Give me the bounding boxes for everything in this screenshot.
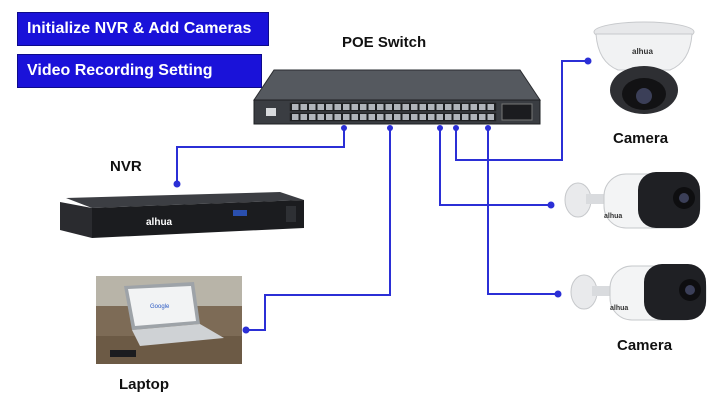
port-dot-nvr	[341, 125, 347, 131]
bullet-bottom-logo: alhua	[610, 305, 628, 312]
port-dot-laptop	[387, 125, 393, 131]
initialize-nvr-banner[interactable]: Initialize NVR & Add Cameras	[17, 12, 269, 46]
switch-port	[453, 114, 460, 120]
switch-port	[343, 114, 350, 120]
switch-port	[479, 114, 486, 120]
switch-port	[402, 104, 409, 110]
switch-port	[462, 104, 469, 110]
dome-camera[interactable]: alhua	[588, 18, 700, 118]
switch-port	[326, 104, 333, 110]
switch-port	[470, 114, 477, 120]
switch-port	[411, 114, 418, 120]
switch-port	[436, 114, 443, 120]
switch-port	[377, 104, 384, 110]
switch-port	[334, 114, 341, 120]
switch-port	[300, 104, 307, 110]
switch-port	[368, 104, 375, 110]
wire-switch-to-bullet-camera-bottom	[487, 128, 558, 295]
wire-switch-to-bullet-camera-top	[439, 128, 551, 206]
switch-port	[445, 104, 452, 110]
switch-port	[470, 104, 477, 110]
camera-label-top: Camera	[613, 130, 669, 147]
switch-port	[351, 104, 358, 110]
switch-port	[326, 114, 333, 120]
switch-port	[453, 104, 460, 110]
end-dot-laptop	[242, 326, 250, 334]
poe-switch-label: POE Switch	[342, 34, 427, 51]
switch-port	[377, 114, 384, 120]
switch-port	[360, 104, 367, 110]
wire-switch-to-laptop	[246, 128, 391, 331]
switch-port	[292, 104, 299, 110]
switch-port	[402, 114, 409, 120]
nvr-recorder[interactable]: alhua	[58, 188, 308, 244]
nvr-label: NVR	[110, 158, 142, 175]
switch-port	[334, 104, 341, 110]
switch-port	[445, 114, 452, 120]
switch-port	[300, 114, 307, 120]
wire-switch-to-nvr	[176, 128, 345, 184]
switch-port	[351, 114, 358, 120]
laptop-screen-logo: Google	[150, 304, 170, 310]
switch-port	[317, 114, 324, 120]
switch-port	[419, 104, 426, 110]
switch-sfp-ports	[501, 103, 533, 121]
end-dot-bullet-bottom	[554, 290, 562, 298]
switch-port	[360, 114, 367, 120]
switch-port	[428, 114, 435, 120]
port-dot-cam3	[485, 125, 491, 131]
switch-port	[394, 104, 401, 110]
switch-port	[487, 104, 494, 110]
bullet-camera-bottom[interactable]: alhua	[566, 258, 710, 330]
switch-port	[394, 114, 401, 120]
switch-port	[343, 104, 350, 110]
switch-port	[368, 114, 375, 120]
switch-port	[479, 104, 486, 110]
switch-port	[385, 114, 392, 120]
switch-port	[436, 104, 443, 110]
switch-port	[309, 114, 316, 120]
video-recording-banner[interactable]: Video Recording Setting	[17, 54, 262, 88]
port-dot-cam1	[437, 125, 443, 131]
bullet-top-logo: alhua	[604, 213, 622, 220]
end-dot-bullet-top	[547, 201, 555, 209]
switch-port	[428, 104, 435, 110]
laptop-label: Laptop	[119, 376, 169, 393]
dome-logo: alhua	[632, 47, 653, 56]
bullet-camera-top[interactable]: alhua	[560, 166, 704, 238]
end-dot-nvr	[173, 180, 181, 188]
camera-label-bottom: Camera	[617, 337, 673, 354]
switch-port	[292, 114, 299, 120]
switch-port	[487, 114, 494, 120]
switch-port	[317, 104, 324, 110]
switch-port	[385, 104, 392, 110]
switch-port	[419, 114, 426, 120]
port-dot-cam2	[453, 125, 459, 131]
switch-port	[309, 104, 316, 110]
wire-switch-to-dome-camera	[455, 60, 588, 161]
poe-switch[interactable]	[252, 66, 542, 130]
laptop[interactable]: Google	[96, 276, 242, 364]
switch-port	[462, 114, 469, 120]
nvr-logo: alhua	[146, 217, 173, 228]
switch-console-port	[266, 108, 276, 116]
end-dot-dome	[584, 57, 592, 65]
switch-port	[411, 104, 418, 110]
